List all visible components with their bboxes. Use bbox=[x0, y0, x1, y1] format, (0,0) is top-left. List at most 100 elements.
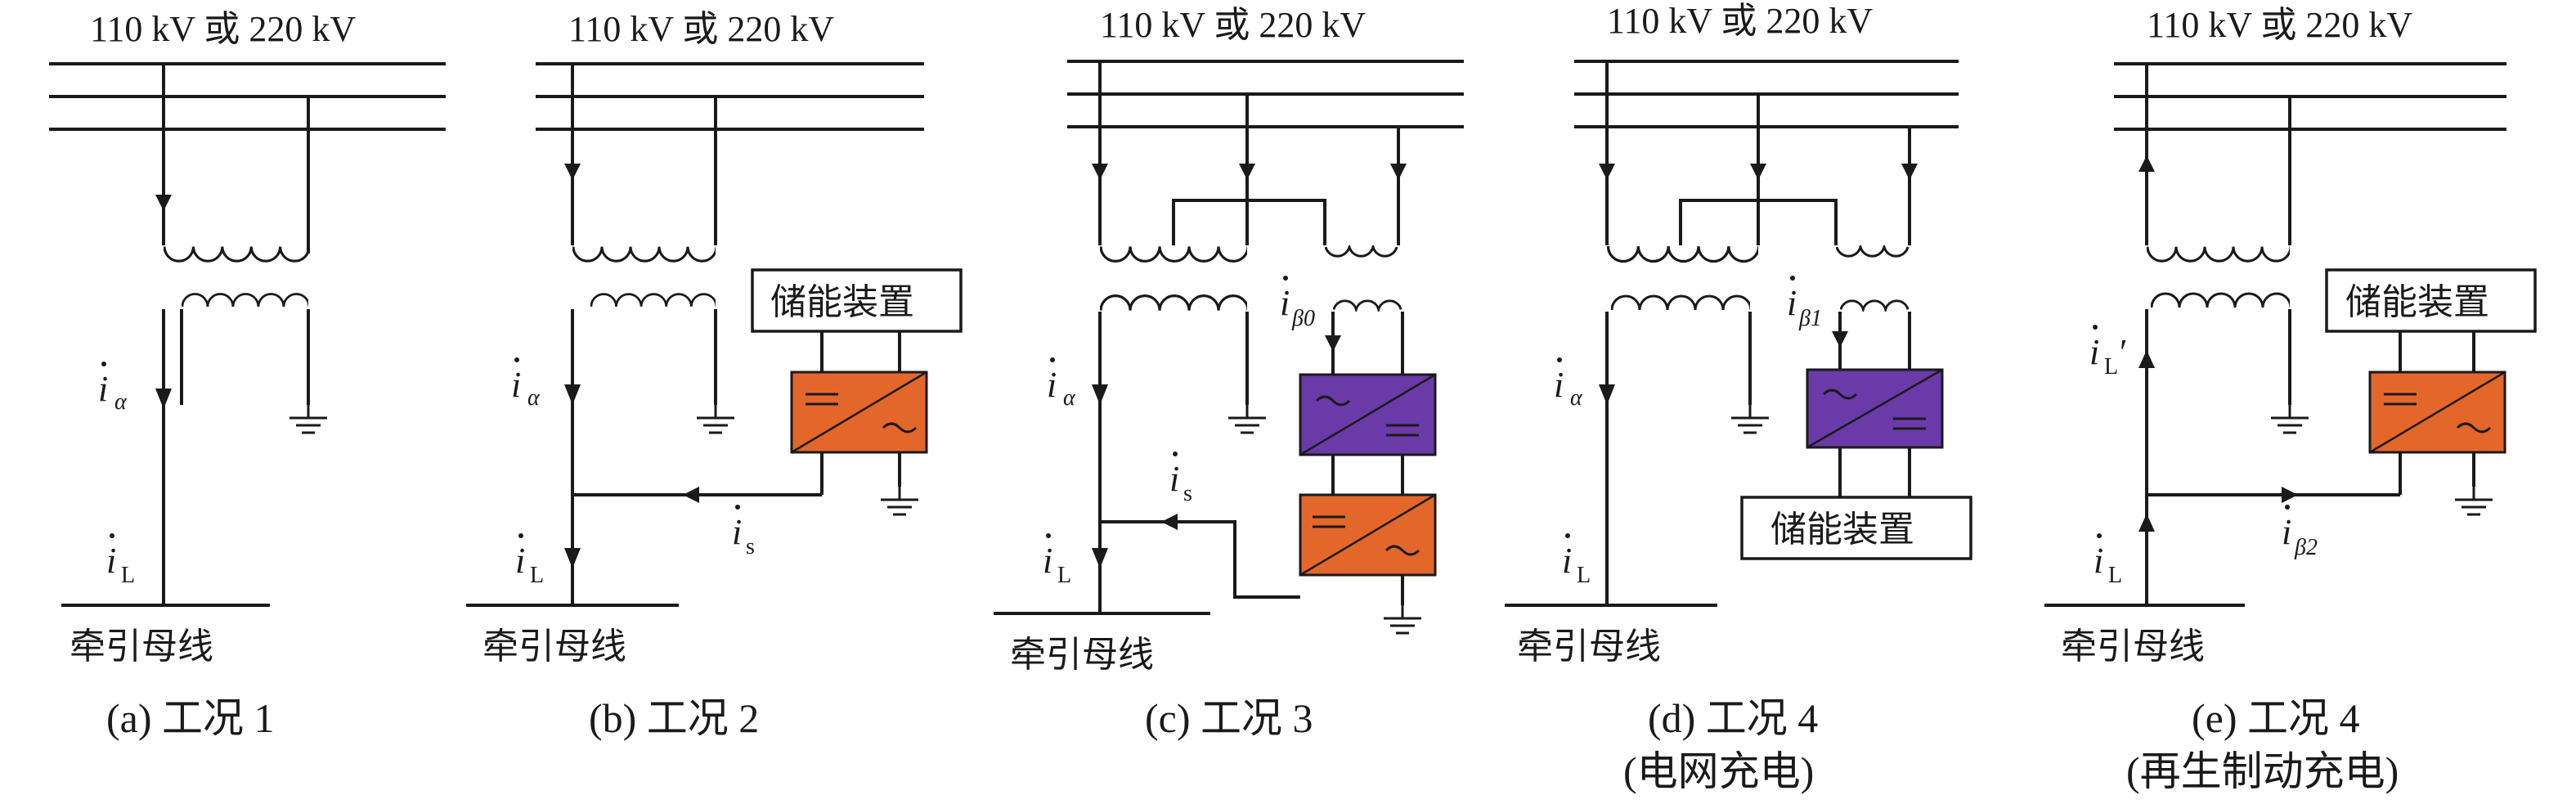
busbar-label: 牵引母线 bbox=[482, 627, 626, 667]
storage-box bbox=[2325, 268, 2537, 333]
current-arrow bbox=[2138, 155, 2155, 172]
primary-winding bbox=[1325, 245, 1398, 258]
busbar-label: 牵引母线 bbox=[1517, 627, 1661, 667]
storage-label: 储能装置 bbox=[2345, 282, 2489, 322]
panel-c: 110 kV 或 220 kV bbox=[994, 5, 1464, 741]
current-sub: α bbox=[1063, 385, 1076, 411]
current-label-alpha: i bbox=[1554, 365, 1564, 405]
current-sub: L bbox=[121, 563, 135, 588]
secondary-winding bbox=[182, 292, 308, 308]
current-label-alpha: i bbox=[1047, 365, 1057, 405]
caption: (b) 工况 2 bbox=[589, 695, 759, 741]
dcac-converter-icon bbox=[2368, 371, 2506, 454]
busbar-label: 牵引母线 bbox=[2061, 627, 2205, 667]
primary-winding bbox=[164, 245, 308, 263]
panel-a: 110 kV 或 220 kV i α i L 牵引母线 (a) 工况 1 bbox=[49, 9, 446, 741]
secondary-winding-alpha bbox=[1611, 294, 1750, 312]
current-label-L: i bbox=[1043, 541, 1052, 581]
current-arrow bbox=[1092, 548, 1108, 568]
current-sub: β2 bbox=[2294, 535, 2318, 560]
primary-link bbox=[1172, 199, 1326, 245]
current-label-L: i bbox=[2094, 541, 2103, 581]
current-arrow bbox=[2282, 487, 2298, 503]
current-arrow bbox=[1092, 384, 1108, 405]
current-sub: α bbox=[527, 385, 541, 411]
current-label-beta: i bbox=[2282, 512, 2291, 552]
primary-winding bbox=[1100, 245, 1247, 263]
current-arrow bbox=[564, 164, 581, 180]
current-arrow bbox=[1750, 164, 1766, 180]
current-arrow bbox=[1901, 164, 1918, 180]
primary-link bbox=[1679, 199, 1838, 245]
dcac-converter-icon bbox=[1299, 493, 1437, 577]
secondary-winding bbox=[590, 292, 716, 308]
acdc-converter-icon bbox=[1806, 368, 1944, 449]
current-arrow bbox=[2138, 514, 2155, 532]
current-label-L: i bbox=[1562, 541, 1572, 581]
voltage-label: 110 kV 或 220 kV bbox=[1607, 1, 1873, 41]
current-arrow bbox=[1325, 335, 1341, 352]
current-label-L: i bbox=[106, 541, 116, 581]
dcac-converter-icon bbox=[790, 371, 928, 454]
storage-branch bbox=[1100, 520, 1300, 599]
voltage-label: 110 kV 或 220 kV bbox=[2147, 5, 2412, 45]
secondary-winding-alpha bbox=[1100, 294, 1247, 312]
caption: (d) 工况 4 bbox=[1648, 695, 1818, 741]
ground-icon bbox=[2453, 487, 2494, 516]
voltage-label: 110 kV 或 220 kV bbox=[568, 9, 834, 49]
current-arrow bbox=[155, 195, 172, 211]
voltage-label: 110 kV 或 220 kV bbox=[1100, 5, 1366, 45]
current-arrow bbox=[683, 487, 699, 503]
ground-icon bbox=[695, 405, 736, 434]
current-arrow bbox=[1599, 164, 1615, 180]
ground-icon bbox=[1382, 605, 1423, 635]
current-arrow bbox=[1599, 384, 1615, 405]
primary-winding bbox=[2147, 245, 2290, 263]
ground-icon bbox=[2269, 405, 2310, 434]
current-label-s: i bbox=[1169, 459, 1179, 499]
current-sub: L bbox=[2104, 354, 2118, 380]
primary-winding bbox=[1607, 245, 1758, 263]
current-arrow bbox=[564, 548, 581, 568]
caption-detail: (再生制动充电) bbox=[2126, 748, 2399, 794]
current-label-alpha: i bbox=[511, 365, 521, 405]
panel-d: 110 kV 或 220 kV 储能装置 i bbox=[1505, 1, 1972, 794]
current-arrow bbox=[1092, 164, 1108, 180]
current-sub: s bbox=[1183, 481, 1192, 506]
current-label-L: i bbox=[515, 541, 525, 581]
current-sub: β0 bbox=[1291, 306, 1315, 331]
current-sub: L bbox=[530, 563, 544, 588]
current-sub: β1 bbox=[1798, 306, 1822, 331]
phasor-dots bbox=[101, 276, 2290, 538]
caption: (e) 工况 4 bbox=[2192, 695, 2360, 741]
acdc-converter-icon bbox=[1299, 373, 1437, 456]
current-label-alpha: i bbox=[98, 369, 108, 409]
current-arrow bbox=[1161, 514, 1178, 530]
ground-icon bbox=[879, 487, 920, 516]
current-sub: s bbox=[746, 534, 755, 559]
current-sub: L bbox=[2108, 563, 2122, 588]
current-label-s: i bbox=[732, 512, 742, 552]
current-label-beta: i bbox=[1787, 283, 1797, 323]
current-arrow bbox=[1832, 331, 1848, 348]
current-arrow bbox=[155, 389, 172, 409]
current-sub: α bbox=[1570, 385, 1583, 411]
current-label-L-prime: i bbox=[2089, 332, 2099, 372]
primary-winding bbox=[1836, 245, 1910, 258]
caption-detail: (电网充电) bbox=[1623, 748, 1814, 794]
ground-icon bbox=[1730, 405, 1770, 434]
current-sub: L bbox=[1057, 563, 1071, 588]
caption: (a) 工况 1 bbox=[106, 695, 275, 741]
secondary-winding-beta bbox=[1333, 299, 1402, 312]
primary-winding bbox=[572, 245, 716, 263]
busbar-label: 牵引母线 bbox=[1010, 635, 1154, 675]
storage-label: 储能装置 bbox=[1770, 510, 1914, 550]
current-arrow bbox=[1239, 164, 1255, 180]
current-sub: L bbox=[1577, 563, 1591, 588]
storage-label: 储能装置 bbox=[770, 282, 914, 322]
ground-icon bbox=[288, 405, 329, 434]
current-sub: α bbox=[114, 389, 128, 415]
voltage-label: 110 kV 或 220 kV bbox=[90, 9, 356, 49]
current-label-beta: i bbox=[1280, 283, 1290, 323]
